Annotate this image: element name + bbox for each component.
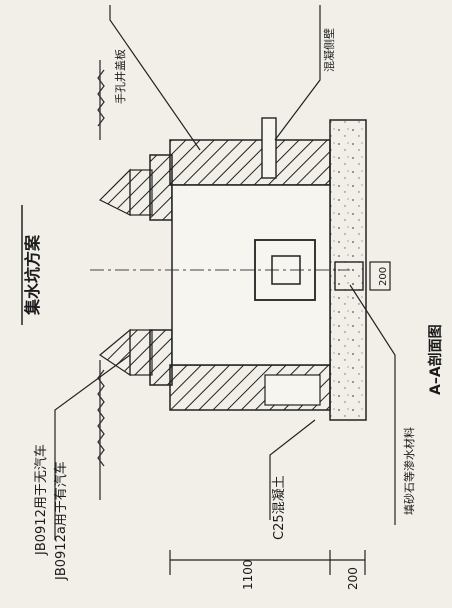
cover-frame-lower bbox=[149, 329, 173, 386]
shoulder-lower bbox=[98, 328, 131, 377]
callout-bottom-middle: 填砂石等渗水材料 bbox=[402, 427, 416, 515]
dimension-lines bbox=[169, 550, 366, 575]
cover-lip-upper bbox=[129, 169, 153, 216]
outlet-box bbox=[264, 374, 321, 406]
sump-box-outer bbox=[254, 239, 316, 301]
dimension-200: 200 bbox=[346, 567, 360, 590]
sump-box-inner bbox=[271, 255, 301, 285]
callout-top-right: 混凝侧壁 bbox=[322, 28, 336, 72]
callout-top-middle: 手孔井盖板 bbox=[113, 49, 127, 104]
shoulder-upper bbox=[98, 168, 131, 216]
callout-left-upper: JB0912用于无汽车 bbox=[33, 444, 49, 556]
dimension-1100: 1100 bbox=[241, 559, 255, 590]
cover-frame-upper bbox=[149, 154, 173, 221]
gravel-infill bbox=[334, 261, 364, 291]
drawing-title: 集水坑方案 bbox=[23, 234, 42, 316]
callout-bottom-left: C25混凝土 bbox=[271, 475, 287, 540]
leader-lines bbox=[54, 5, 396, 540]
callout-left-lower: JB0912a用于有汽车 bbox=[53, 461, 69, 581]
title-group: 集水坑方案 bbox=[21, 205, 42, 325]
wall-upper bbox=[169, 139, 331, 186]
ground-line bbox=[97, 60, 105, 500]
section-title: A–A剖面图 bbox=[427, 324, 444, 395]
small-dimension-text: 200 bbox=[378, 267, 389, 286]
cover-lip-lower bbox=[129, 329, 153, 376]
small-dimension-box bbox=[369, 261, 391, 291]
drain-pipe bbox=[261, 117, 277, 179]
pit-interior bbox=[171, 184, 331, 366]
